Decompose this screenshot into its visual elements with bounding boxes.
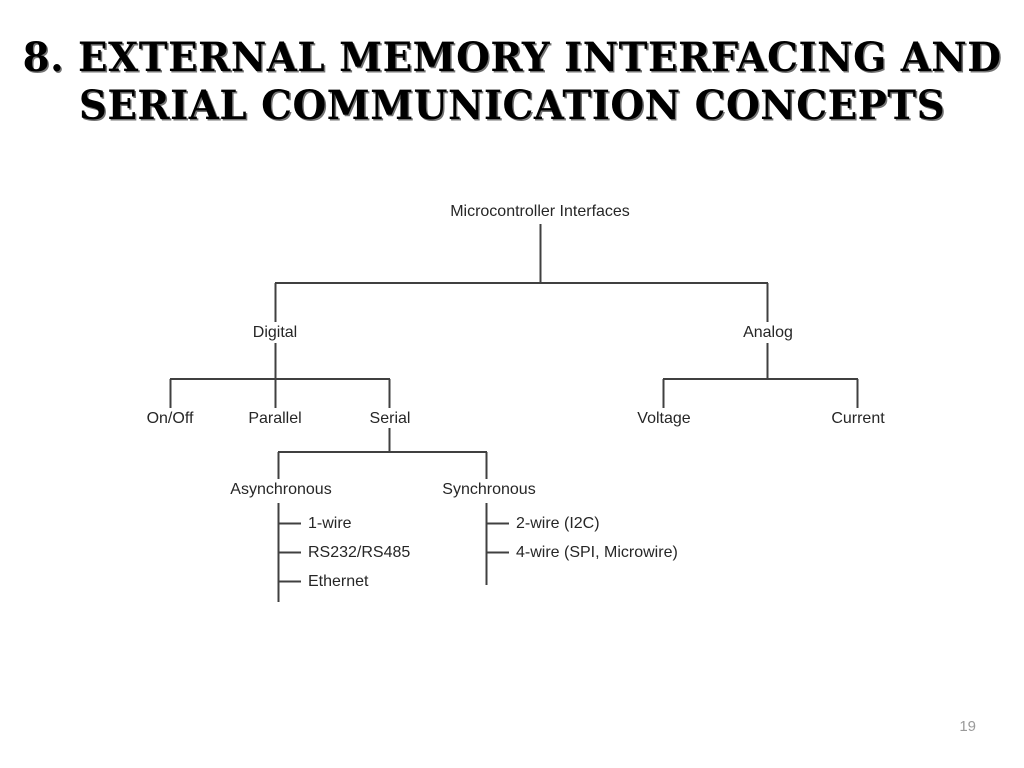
node-analog: Analog — [743, 324, 793, 341]
node-digital: Digital — [252, 324, 298, 341]
node-on-off: On/Off — [146, 410, 194, 427]
leaf-async-3: Ethernet — [308, 573, 369, 590]
page-title-line-2: Serial Communication Concepts — [78, 82, 946, 129]
node-voltage: Voltage — [637, 410, 691, 427]
leaf-sync-1: 2-wire (I2C) — [516, 515, 600, 532]
node-synchronous: Synchronous — [442, 481, 536, 498]
page-title-line-1: 8. External Memory Interfacing and — [22, 34, 1002, 81]
leaf-async-2: RS232/RS485 — [308, 544, 411, 561]
node-asynchronous: Asynchronous — [230, 481, 332, 498]
leaf-sync-2: 4-wire (SPI, Microwire) — [516, 544, 678, 561]
leaf-async-1: 1-wire — [308, 515, 352, 532]
node-serial: Serial — [369, 410, 411, 427]
node-parallel: Parallel — [248, 410, 302, 427]
page-title: 8. External Memory Interfacing and Seria… — [0, 34, 1024, 130]
node-microcontroller-interfaces: Microcontroller Interfaces — [450, 203, 630, 220]
node-current: Current — [831, 410, 885, 427]
page-number: 19 — [959, 718, 976, 735]
